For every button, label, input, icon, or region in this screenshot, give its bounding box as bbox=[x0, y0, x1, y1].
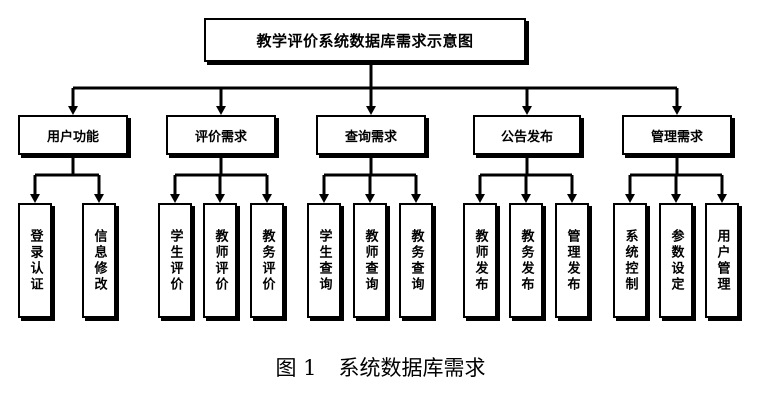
arrowhead bbox=[170, 194, 180, 203]
leaf-node: 管理发布 bbox=[555, 203, 589, 318]
leaf-label: 教务查询 bbox=[408, 228, 424, 293]
leaf-label: 教师发布 bbox=[472, 228, 488, 293]
arrowhead bbox=[411, 194, 421, 203]
category-node: 管理需求 bbox=[622, 115, 732, 155]
category-node: 公告发布 bbox=[473, 115, 581, 155]
arrowhead bbox=[365, 194, 375, 203]
figure-title: 系统数据库需求 bbox=[338, 356, 486, 380]
arrowhead bbox=[475, 194, 485, 203]
arrowhead bbox=[262, 194, 272, 203]
arrowhead bbox=[521, 194, 531, 203]
leaf-label: 信息修改 bbox=[91, 228, 107, 293]
leaf-label: 登录认证 bbox=[27, 228, 43, 293]
category-node: 用户功能 bbox=[18, 115, 128, 155]
leaf-node: 教务发布 bbox=[509, 203, 543, 318]
leaf-label: 学生评价 bbox=[167, 228, 183, 293]
leaf-node: 登录认证 bbox=[18, 203, 52, 318]
leaf-node: 学生评价 bbox=[158, 203, 192, 318]
leaf-label: 系统控制 bbox=[622, 228, 638, 293]
category-node: 评价需求 bbox=[166, 115, 276, 155]
arrowhead bbox=[567, 194, 577, 203]
arrowhead bbox=[68, 106, 78, 115]
figure-number: 图 1 bbox=[275, 356, 317, 380]
leaf-node: 教务评价 bbox=[250, 203, 284, 318]
arrowhead bbox=[717, 194, 727, 203]
leaf-label: 教务发布 bbox=[518, 228, 534, 293]
arrowhead bbox=[94, 194, 104, 203]
arrowhead bbox=[366, 106, 376, 115]
arrowhead bbox=[522, 106, 532, 115]
category-label: 用户功能 bbox=[46, 129, 99, 145]
leaf-node: 信息修改 bbox=[82, 203, 116, 318]
leaf-node: 教师发布 bbox=[463, 203, 497, 318]
category-label: 查询需求 bbox=[344, 129, 397, 145]
arrowhead bbox=[216, 106, 226, 115]
arrowhead bbox=[671, 194, 681, 203]
category-label: 公告发布 bbox=[500, 129, 553, 145]
category-node: 查询需求 bbox=[316, 115, 426, 155]
leaf-label: 学生查询 bbox=[316, 228, 332, 293]
leaf-label: 教师评价 bbox=[212, 228, 228, 293]
leaf-label: 管理发布 bbox=[564, 228, 580, 293]
leaf-node: 用户管理 bbox=[705, 203, 739, 318]
leaf-node: 教师评价 bbox=[203, 203, 237, 318]
arrowhead bbox=[30, 194, 40, 203]
leaf-node: 教务查询 bbox=[399, 203, 433, 318]
root-label: 教学评价系统数据库需求示意图 bbox=[256, 31, 474, 50]
figure-caption: 图 1 系统数据库需求 bbox=[0, 352, 761, 382]
arrowhead bbox=[625, 194, 635, 203]
leaf-node: 参数设定 bbox=[659, 203, 693, 318]
leaf-label: 参数设定 bbox=[668, 228, 684, 293]
arrowhead bbox=[672, 106, 682, 115]
root-node: 教学评价系统数据库需求示意图 bbox=[204, 18, 526, 62]
leaf-label: 教务评价 bbox=[259, 228, 275, 293]
arrowhead bbox=[215, 194, 225, 203]
leaf-node: 教师查询 bbox=[353, 203, 387, 318]
leaf-node: 学生查询 bbox=[307, 203, 341, 318]
leaf-label: 用户管理 bbox=[714, 228, 730, 293]
leaf-label: 教师查询 bbox=[362, 228, 378, 293]
category-label: 评价需求 bbox=[194, 129, 247, 145]
leaf-node: 系统控制 bbox=[613, 203, 647, 318]
category-label: 管理需求 bbox=[650, 129, 703, 145]
arrowhead bbox=[319, 194, 329, 203]
